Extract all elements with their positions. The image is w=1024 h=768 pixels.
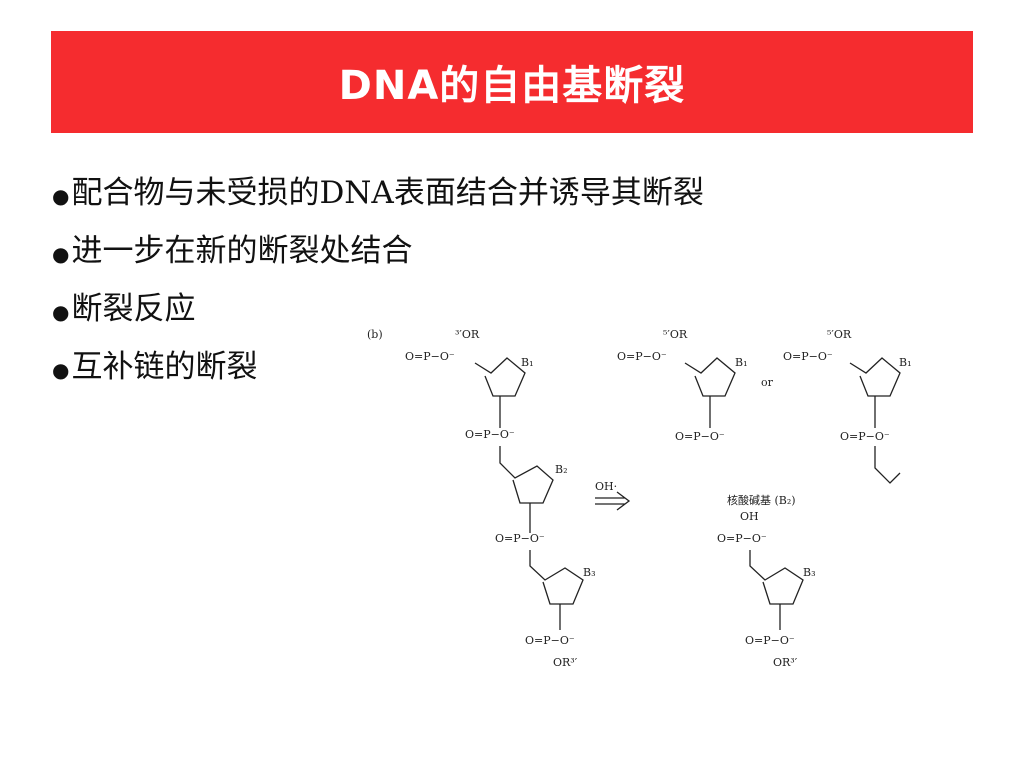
phosphate-label: O=P−O⁻ xyxy=(717,532,767,545)
title-banner: DNA的自由基断裂 xyxy=(51,31,973,133)
bullet-list: ● 配合物与未受损的DNA表面结合并诱导其断裂 ● 进一步在新的断裂处结合 ● … xyxy=(52,164,704,396)
label-3-prime-or-end: OR³′ xyxy=(553,656,578,669)
sugar-ring-5 xyxy=(849,357,901,397)
bond-5 xyxy=(874,396,901,484)
phosphate-label: O=P−O⁻ xyxy=(745,634,795,647)
reaction-arrow-icon xyxy=(595,491,631,511)
label-b2: B₂ xyxy=(555,463,568,476)
dna-cleavage-diagram: (b) ³′OR O=P−O⁻ B₁ O=P−O⁻ B₂ O=P−O⁻ B₃ O… xyxy=(367,328,912,669)
phosphate-label: O=P−O⁻ xyxy=(840,430,890,443)
sugar-ring-1 xyxy=(474,357,526,397)
sugar-ring-4 xyxy=(684,357,736,397)
label-b3: B₃ xyxy=(803,566,816,579)
oh-label: OH xyxy=(740,510,759,523)
bullet-dot-icon: ● xyxy=(52,184,70,208)
bullet-text: 断裂反应 xyxy=(71,291,196,327)
bullet-item: ● 进一步在新的断裂处结合 xyxy=(52,222,704,280)
label-5-prime-or: ⁵′OR xyxy=(663,328,688,341)
bullet-text: 配合物与未受损的DNA表面结合并诱导其断裂 xyxy=(71,175,704,211)
sugar-ring-2 xyxy=(499,446,554,504)
phosphate-label: O=P−O⁻ xyxy=(783,350,833,363)
label-b1: B₁ xyxy=(899,356,912,369)
label-3-prime-or: ³′OR xyxy=(455,328,480,341)
or-label: or xyxy=(761,376,774,389)
slide-title: DNA的自由基断裂 xyxy=(338,63,686,109)
released-base-label: 核酸碱基 (B₂) xyxy=(727,493,796,507)
reagent-label: OH· xyxy=(595,480,617,493)
label-b1: B₁ xyxy=(521,356,534,369)
label-b1: B₁ xyxy=(735,356,748,369)
sugar-ring-3 xyxy=(529,550,584,605)
bullet-dot-icon: ● xyxy=(52,300,70,324)
phosphate-label: O=P−O⁻ xyxy=(405,350,455,363)
bullet-text: 进一步在新的断裂处结合 xyxy=(71,233,413,269)
phosphate-label: O=P−O⁻ xyxy=(675,430,725,443)
phosphate-label: O=P−O⁻ xyxy=(465,428,515,441)
sugar-ring-6 xyxy=(749,550,804,605)
bullet-dot-icon: ● xyxy=(52,242,70,266)
bullet-text: 互补链的断裂 xyxy=(71,349,258,385)
label-b3: B₃ xyxy=(583,566,596,579)
bullet-dot-icon: ● xyxy=(52,358,70,382)
bullet-item: ● 互补链的断裂 xyxy=(52,338,704,396)
phosphate-label: O=P−O⁻ xyxy=(617,350,667,363)
bullet-item: ● 配合物与未受损的DNA表面结合并诱导其断裂 xyxy=(52,164,704,222)
phosphate-label: O=P−O⁻ xyxy=(495,532,545,545)
bullet-item: ● 断裂反应 xyxy=(52,280,704,338)
panel-label: (b) xyxy=(367,328,383,341)
label-3-prime-or-end: OR³′ xyxy=(773,656,798,669)
label-5-prime-or: ⁵′OR xyxy=(827,328,852,341)
phosphate-label: O=P−O⁻ xyxy=(525,634,575,647)
